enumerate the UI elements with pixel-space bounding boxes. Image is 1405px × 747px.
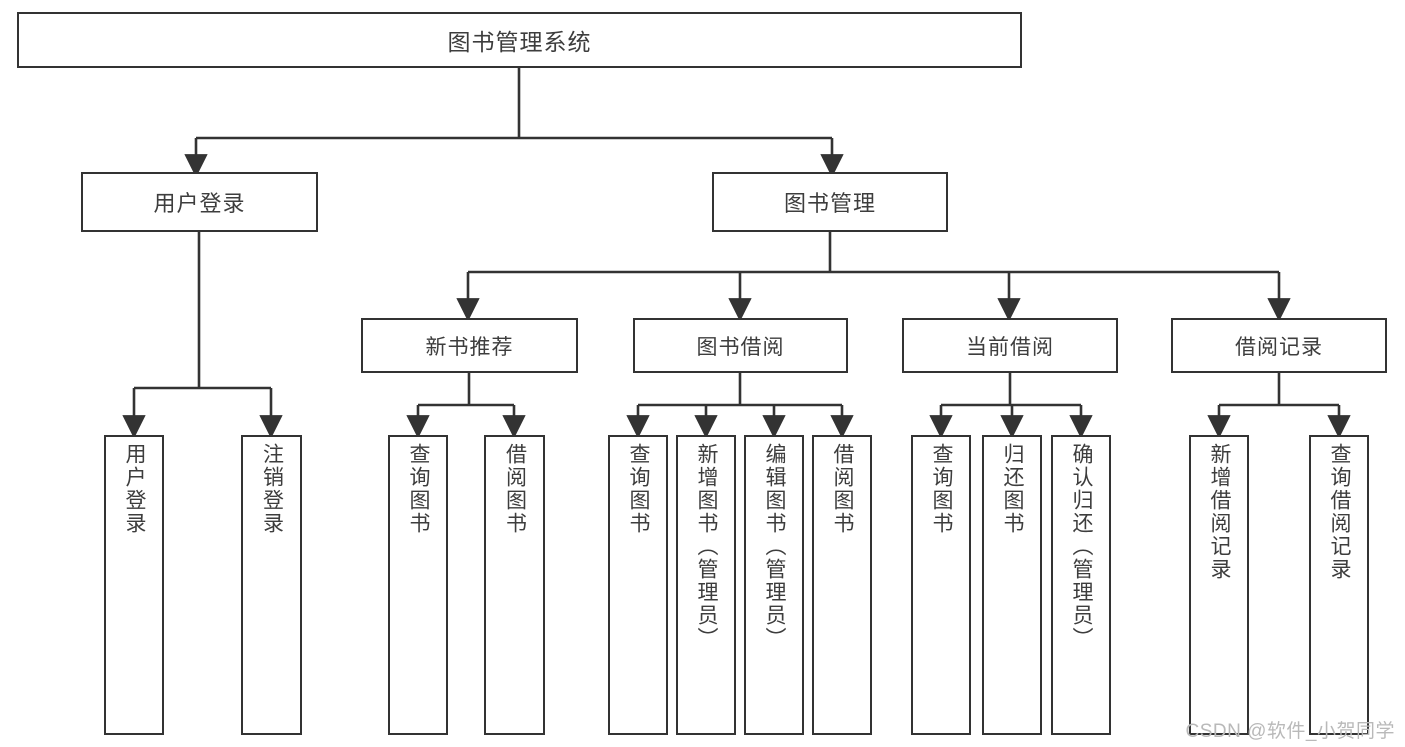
node-leaf-add-book[interactable]: 新增图书（管理员） bbox=[676, 435, 736, 735]
node-leaf-add-record-label: 新增借阅记录 bbox=[1208, 443, 1232, 581]
node-leaf-edit-book-label: 编辑图书（管理员） bbox=[763, 443, 787, 650]
node-leaf-borrow-book-label: 借阅图书 bbox=[831, 443, 855, 535]
node-leaf-user-login-label: 用户登录 bbox=[123, 443, 147, 535]
node-leaf-add-record[interactable]: 新增借阅记录 bbox=[1189, 435, 1249, 735]
node-leaf-logout-label: 注销登录 bbox=[260, 443, 284, 535]
node-user-login-label: 用户登录 bbox=[153, 191, 246, 216]
node-book-manage[interactable]: 图书管理 bbox=[712, 172, 948, 232]
node-root-label: 图书管理系统 bbox=[447, 29, 592, 55]
node-leaf-query-record-label: 查询借阅记录 bbox=[1328, 443, 1352, 581]
node-leaf-borrow-book[interactable]: 借阅图书 bbox=[812, 435, 872, 735]
node-book-borrow-label: 图书借阅 bbox=[696, 335, 785, 359]
node-current-borrow[interactable]: 当前借阅 bbox=[902, 318, 1118, 373]
node-book-borrow[interactable]: 图书借阅 bbox=[633, 318, 848, 373]
node-current-borrow-label: 当前借阅 bbox=[966, 335, 1054, 359]
node-leaf-query-book-borrow[interactable]: 查询图书 bbox=[608, 435, 668, 735]
node-borrow-record-label: 借阅记录 bbox=[1235, 335, 1323, 359]
node-leaf-query-book-cur[interactable]: 查询图书 bbox=[911, 435, 971, 735]
node-leaf-add-book-label: 新增图书（管理员） bbox=[695, 443, 719, 650]
node-book-manage-label: 图书管理 bbox=[783, 191, 876, 216]
node-new-book-rec[interactable]: 新书推荐 bbox=[361, 318, 578, 373]
node-leaf-edit-book[interactable]: 编辑图书（管理员） bbox=[744, 435, 804, 735]
watermark: CSDN @软件_小贺同学 bbox=[1185, 721, 1395, 742]
node-leaf-user-login[interactable]: 用户登录 bbox=[104, 435, 164, 735]
node-leaf-logout[interactable]: 注销登录 bbox=[241, 435, 302, 735]
node-leaf-return-book-label: 归还图书 bbox=[1001, 443, 1025, 535]
node-leaf-borrow-book-rec-label: 借阅图书 bbox=[503, 443, 527, 535]
node-leaf-query-book-cur-label: 查询图书 bbox=[930, 443, 954, 535]
node-root[interactable]: 图书管理系统 bbox=[17, 12, 1022, 68]
node-new-book-rec-label: 新书推荐 bbox=[425, 335, 514, 359]
node-leaf-query-book-rec[interactable]: 查询图书 bbox=[388, 435, 448, 735]
node-leaf-confirm-return-label: 确认归还（管理员） bbox=[1070, 443, 1094, 650]
node-leaf-return-book[interactable]: 归还图书 bbox=[982, 435, 1042, 735]
node-leaf-query-record[interactable]: 查询借阅记录 bbox=[1309, 435, 1369, 735]
node-user-login[interactable]: 用户登录 bbox=[81, 172, 318, 232]
node-leaf-query-book-borrow-label: 查询图书 bbox=[627, 443, 651, 535]
node-leaf-borrow-book-rec[interactable]: 借阅图书 bbox=[484, 435, 545, 735]
node-borrow-record[interactable]: 借阅记录 bbox=[1171, 318, 1387, 373]
node-leaf-query-book-rec-label: 查询图书 bbox=[407, 443, 431, 535]
node-leaf-confirm-return[interactable]: 确认归还（管理员） bbox=[1051, 435, 1111, 735]
